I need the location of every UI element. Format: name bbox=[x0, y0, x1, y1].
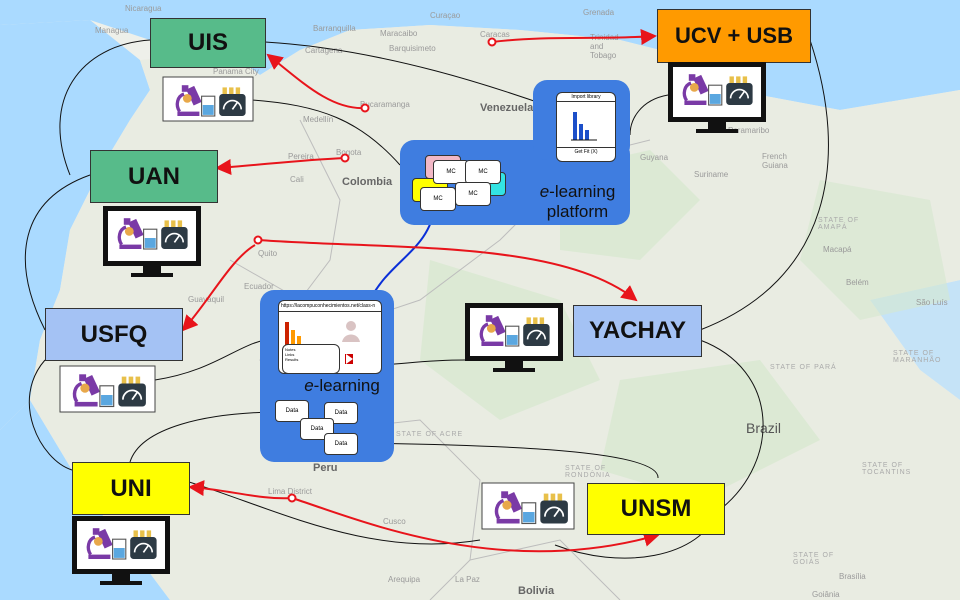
node-usfq[interactable]: USFQ bbox=[45, 308, 183, 361]
ucv-monitor-icons bbox=[668, 62, 766, 133]
platform-top-prefix: e bbox=[539, 182, 550, 201]
map-label-belem: Belém bbox=[846, 278, 869, 287]
red-arrow-lima-unsm bbox=[291, 497, 660, 553]
map-label-bucaramanga: Bucaramanga bbox=[360, 100, 410, 109]
map-label-amapa: STATE OF AMAPÁ bbox=[818, 217, 860, 231]
map-label-lima: Lima District bbox=[268, 487, 313, 496]
uan-monitor-icons bbox=[103, 206, 201, 277]
map-label-grenada: Grenada bbox=[583, 8, 615, 17]
import-library-card: Import library Get Fit (X) bbox=[556, 92, 616, 162]
link-unsm-data bbox=[355, 442, 659, 479]
webpage-url: https://lacompuconhecimientos.net/class-… bbox=[279, 301, 381, 312]
mc-label-3: MC bbox=[455, 182, 491, 206]
map-label-cusco: Cusco bbox=[383, 517, 406, 526]
red-arrow-quito-usfq bbox=[181, 244, 256, 332]
map-label-pereira: Pereira bbox=[288, 152, 314, 161]
platform-top-line2: platform bbox=[546, 202, 609, 221]
map-label-barquisimeto: Barquisimeto bbox=[389, 44, 436, 53]
map-label-curacao: Curaçao bbox=[430, 11, 461, 20]
map-label-macapa: Macapá bbox=[823, 245, 852, 254]
map-label-goiania: Goiânia bbox=[812, 590, 840, 599]
origin-caracas bbox=[487, 37, 497, 47]
origin-lima bbox=[287, 493, 297, 503]
bar-chart-icon bbox=[571, 112, 597, 141]
note-3: Results bbox=[285, 357, 299, 362]
map-label-arequipa: Arequipa bbox=[388, 575, 421, 584]
node-uan[interactable]: UAN bbox=[90, 150, 218, 203]
map-label-panama: Panama City bbox=[213, 67, 259, 76]
map-label-barranquilla: Barranquilla bbox=[313, 24, 356, 33]
map-label-venezuela: Venezuela bbox=[480, 102, 534, 114]
map-label-bolivia: Bolivia bbox=[518, 585, 555, 597]
node-unsm[interactable]: UNSM bbox=[587, 483, 725, 535]
map-label-maranhao: STATE OF MARANHÃO bbox=[893, 350, 942, 364]
mc-label-4: MC bbox=[420, 187, 456, 211]
origin-bucaramanga bbox=[360, 103, 370, 113]
map-label-suriname: Suriname bbox=[694, 170, 729, 179]
map-label-acre: STATE OF ACRE bbox=[396, 431, 464, 438]
map-label-maracaibo: Maracaibo bbox=[380, 29, 418, 38]
link-uan-usfq bbox=[25, 174, 91, 331]
link-ucvlab-platform bbox=[629, 94, 669, 136]
uis-lab-icons bbox=[162, 76, 254, 122]
red-arrow-quito-yachay bbox=[257, 239, 638, 302]
map-label-managua: Managua bbox=[95, 26, 129, 35]
map-label-medellin: Medellín bbox=[303, 115, 334, 124]
map-label-paramaribo: Paramaribo bbox=[728, 126, 770, 135]
red-arrow-bucaramanga-uis bbox=[266, 53, 366, 110]
map-label-goias: STATE OF GOIÁS bbox=[793, 552, 835, 566]
map-label-peru: Peru bbox=[313, 462, 338, 474]
link-yachay-unsm bbox=[699, 339, 764, 509]
map-label-para: STATE OF PARÁ bbox=[770, 364, 837, 371]
origin-quito bbox=[253, 235, 263, 245]
map-label-cali: Cali bbox=[290, 175, 304, 184]
platform-bottom-prefix: e bbox=[304, 376, 314, 395]
link-ucv-usfq bbox=[699, 39, 829, 331]
node-ucv-usb[interactable]: UCV + USB bbox=[657, 9, 811, 63]
map-label-french-guiana: French Guiana bbox=[762, 152, 788, 170]
map-label-ecuador: Ecuador bbox=[244, 282, 274, 291]
platform-top-line1: -learning bbox=[549, 182, 616, 201]
note-2: Links bbox=[285, 352, 295, 357]
map-label-nicaragua: Nicaragua bbox=[125, 4, 162, 13]
node-uis[interactable]: UIS bbox=[150, 18, 266, 68]
webpage-content-icon bbox=[285, 321, 360, 364]
node-uni[interactable]: UNI bbox=[72, 462, 190, 515]
yachay-monitor-icons bbox=[465, 303, 563, 372]
data-block-1: Data bbox=[275, 400, 309, 422]
map-label-tocantins: STATE OF TOCANTINS bbox=[862, 462, 912, 476]
usfq-lab-icons bbox=[59, 365, 156, 413]
map-label-la-paz: La Paz bbox=[455, 575, 480, 584]
platform-top-label: e-learning platform bbox=[530, 182, 625, 222]
map-label-brasilia: Brasília bbox=[839, 572, 866, 581]
platform-bottom-label: e-learning bbox=[292, 376, 392, 396]
red-arrow-bogota-uan bbox=[215, 157, 346, 176]
uni-monitor-icons bbox=[72, 516, 170, 585]
data-block-4: Data bbox=[324, 433, 358, 455]
card-footer: Get Fit (X) bbox=[557, 147, 615, 156]
map-label-caracas: Caracas bbox=[480, 30, 510, 39]
red-arrow-caracas-ucv bbox=[491, 29, 657, 45]
red-arrow-lima-uni bbox=[188, 480, 293, 500]
map-label-colombia: Colombia bbox=[342, 176, 393, 188]
map-label-guyana: Guyana bbox=[640, 153, 669, 162]
unsm-lab-icons bbox=[481, 482, 575, 530]
map-label-quito: Quito bbox=[258, 249, 278, 258]
link-uislab-platform bbox=[251, 99, 401, 166]
notes-box: Notes Links Results bbox=[282, 344, 340, 374]
map-label-cartagena: Cartagena bbox=[305, 46, 343, 55]
mc-label-2: MC bbox=[465, 160, 501, 184]
origin-bogota bbox=[340, 153, 350, 163]
map-label-rondonia: STATE OF RONDÔNIA bbox=[565, 465, 611, 479]
map-label-bogota: Bogota bbox=[336, 148, 362, 157]
note-1: Notes bbox=[285, 347, 296, 352]
link-usfq-uni bbox=[28, 359, 73, 471]
node-yachay[interactable]: YACHAY bbox=[573, 305, 702, 357]
map-label-sao-luis: São Luís bbox=[916, 298, 948, 307]
platform-bottom-text: -learning bbox=[313, 376, 380, 395]
card-header: Import library bbox=[557, 93, 615, 102]
link-uis-uan bbox=[59, 39, 151, 176]
